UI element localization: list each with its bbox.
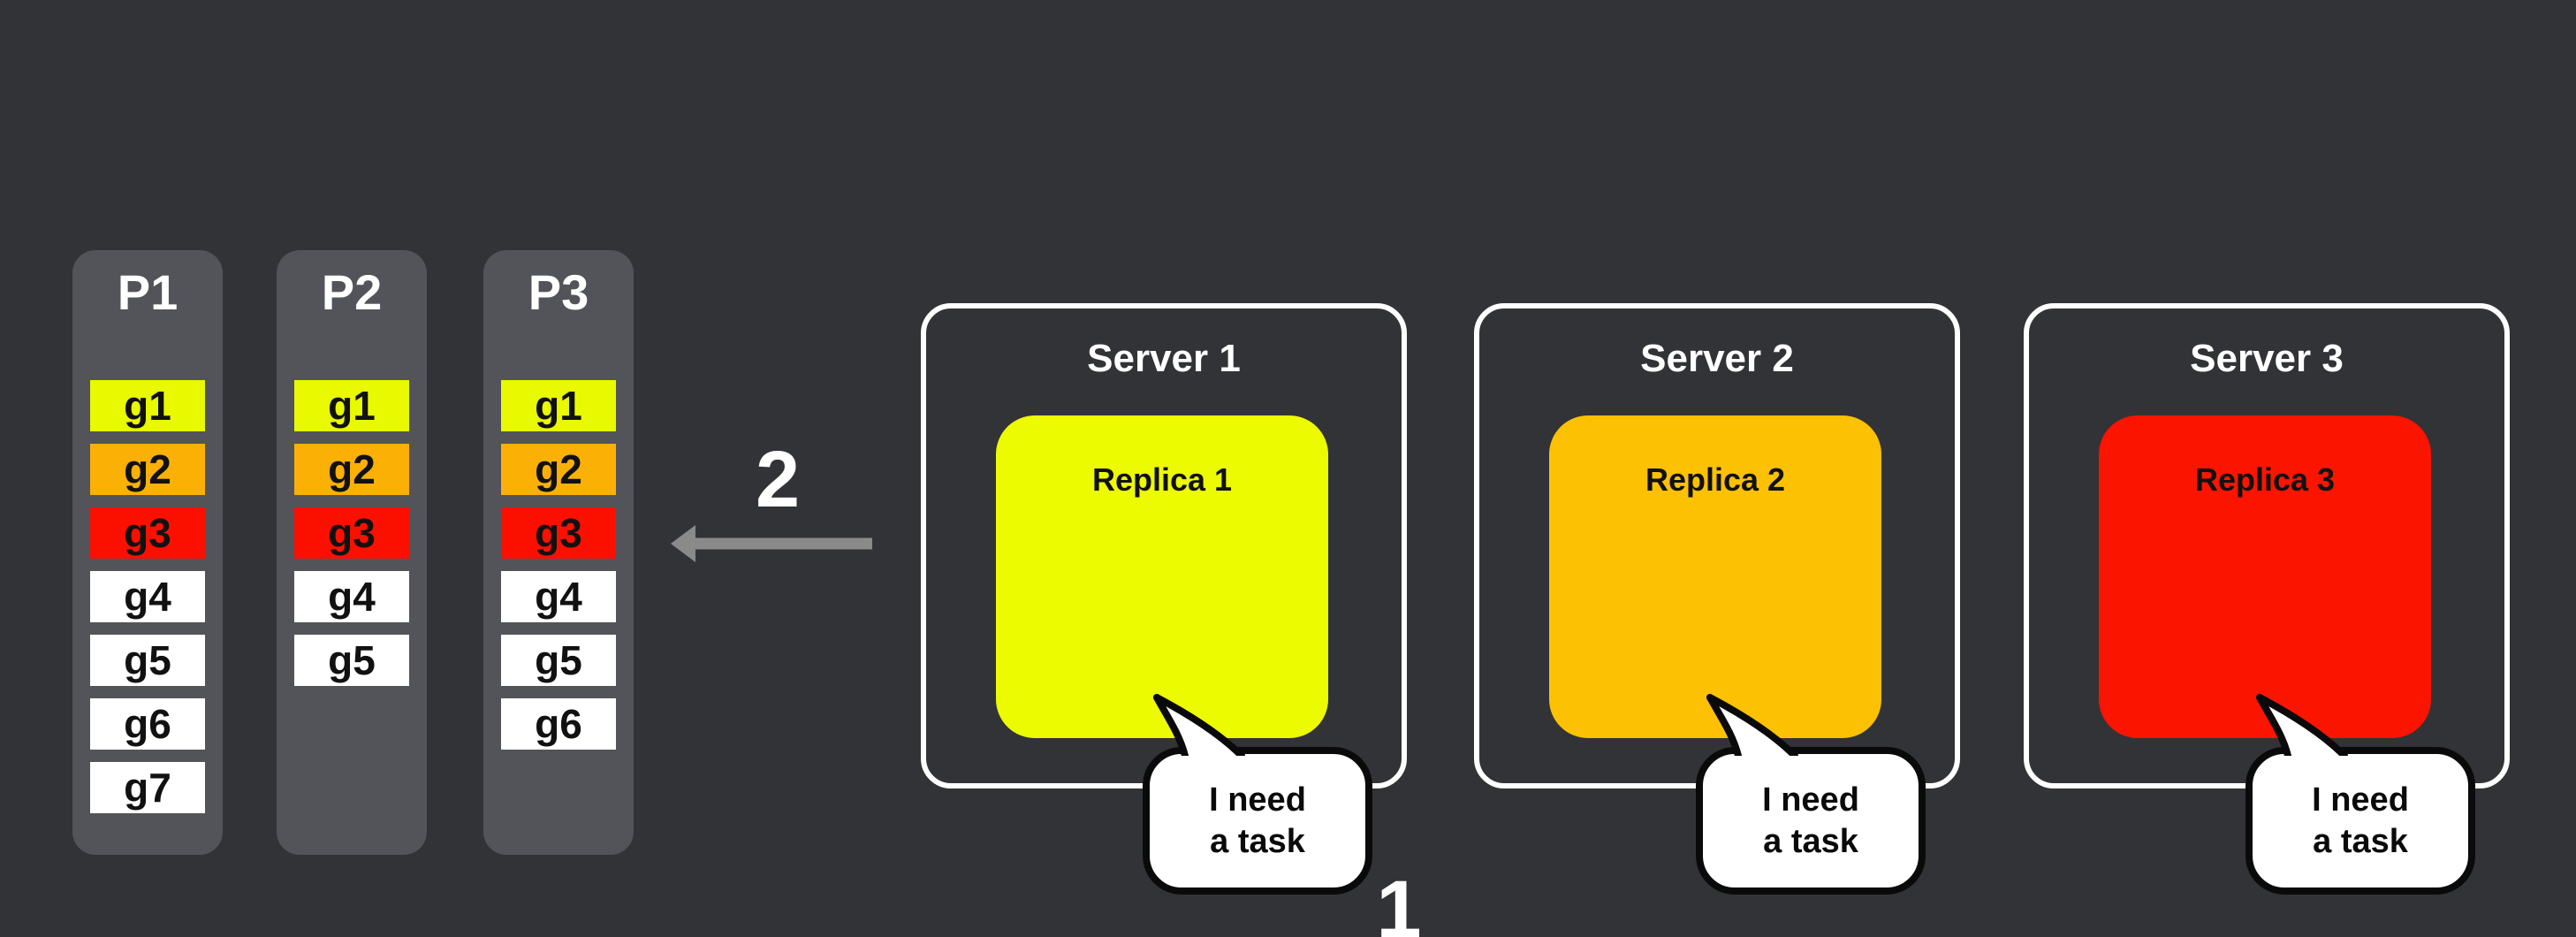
- group-cell: g3: [90, 507, 205, 559]
- speech-bubble: I need a task: [1696, 747, 1926, 895]
- group-cell: g4: [501, 571, 616, 622]
- group-cell: g6: [90, 698, 205, 750]
- group-cell: g3: [501, 507, 616, 559]
- step-1-label: 1: [1376, 865, 1422, 937]
- replica-label: Replica 1: [1091, 461, 1233, 498]
- partition-cell-list: g1 g2 g3 g4 g5 g6: [483, 380, 634, 750]
- server-1-box: Server 1 Replica 1 I need a task: [921, 303, 1407, 895]
- speech-bubble-text: a task: [1763, 822, 1858, 860]
- speech-bubble-text: a task: [2313, 822, 2408, 860]
- partition-title: P2: [321, 264, 383, 320]
- server-3-box: Server 3 Replica 3 I need a task: [2024, 303, 2510, 895]
- speech-bubble-tail-icon: [2256, 694, 2348, 756]
- replica-label: Replica 3: [2194, 461, 2336, 498]
- speech-bubble-text: a task: [1210, 822, 1305, 860]
- group-cell: g2: [501, 444, 616, 495]
- group-cell: g4: [294, 571, 409, 622]
- group-cell: g5: [294, 635, 409, 686]
- group-cell: g3: [294, 507, 409, 559]
- group-cell: g1: [90, 380, 205, 431]
- speech-bubble-text: I need: [1209, 781, 1306, 819]
- server-title: Server 1: [1087, 337, 1241, 380]
- server-title: Server 3: [2190, 337, 2344, 380]
- group-cell: g1: [294, 380, 409, 431]
- group-cell: g2: [90, 444, 205, 495]
- group-cell: g1: [501, 380, 616, 431]
- group-cell: g7: [90, 762, 205, 813]
- speech-bubble-text: I need: [2312, 781, 2409, 819]
- partition-p2: P2 g1 g2 g3 g4 g5: [277, 250, 427, 855]
- speech-bubble-text: I need: [1762, 781, 1859, 819]
- speech-bubble: I need a task: [1143, 747, 1372, 895]
- partition-p3: P3 g1 g2 g3 g4 g5 g6: [483, 250, 634, 855]
- server-title: Server 2: [1640, 337, 1794, 380]
- group-cell: g6: [501, 698, 616, 750]
- replica-box: Replica 1: [996, 415, 1328, 738]
- partition-cell-list: g1 g2 g3 g4 g5: [277, 380, 427, 686]
- speech-bubble-tail-icon: [1706, 694, 1798, 756]
- replica-box: Replica 3: [2099, 415, 2431, 738]
- replica-box: Replica 2: [1549, 415, 1881, 738]
- partition-p1: P1 g1 g2 g3 g4 g5 g6 g7: [72, 250, 223, 855]
- partition-title: P1: [117, 264, 179, 320]
- group-cell: g5: [501, 635, 616, 686]
- step-2-label: 2: [755, 436, 801, 524]
- replica-label: Replica 2: [1645, 461, 1786, 498]
- left-arrow-icon: [671, 525, 872, 562]
- group-cell: g2: [294, 444, 409, 495]
- group-cell: g4: [90, 571, 205, 622]
- server-2-box: Server 2 Replica 2 I need a task: [1474, 303, 1960, 895]
- partition-cell-list: g1 g2 g3 g4 g5 g6 g7: [72, 380, 223, 813]
- group-cell: g5: [90, 635, 205, 686]
- speech-bubble-tail-icon: [1153, 694, 1245, 756]
- partition-title: P3: [528, 264, 589, 320]
- speech-bubble: I need a task: [2245, 747, 2475, 895]
